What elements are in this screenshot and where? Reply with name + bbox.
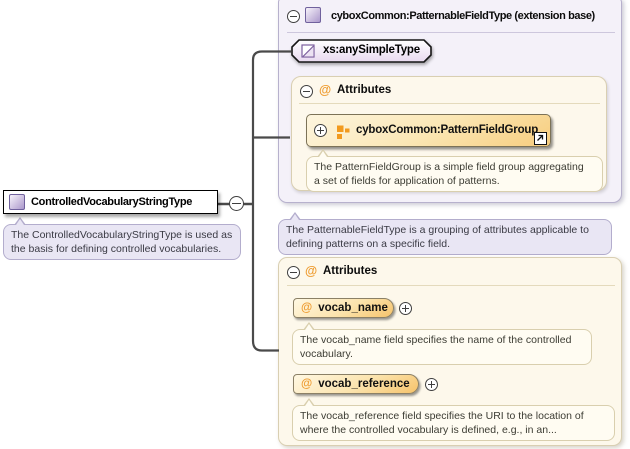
- attributes-header: Attributes: [323, 265, 378, 277]
- simple-type-icon: [301, 44, 315, 63]
- separator: [299, 103, 600, 104]
- attribute-icon: @: [301, 378, 313, 390]
- attribute-icon: @: [301, 302, 313, 314]
- collapse-toggle-icon[interactable]: [229, 196, 244, 211]
- separator: [287, 32, 615, 33]
- attributes-header: Attributes: [337, 84, 392, 96]
- extension-base-panel: cyboxCommon:PatternableFieldType (extens…: [278, 0, 622, 203]
- extension-base-doc: The PatternableFieldType is a grouping o…: [278, 212, 612, 255]
- attribute-doc: The vocab_name field specifies the name …: [292, 322, 592, 365]
- base-attributes-section: @ Attributes cyboxCommon:PatternFieldGro…: [291, 76, 607, 192]
- attribute-name: vocab_reference: [318, 378, 410, 390]
- attribute-group-doc: The PatternFieldGroup is a simple field …: [306, 149, 603, 192]
- attribute-group-label: cyboxCommon:PatternFieldGroup: [356, 124, 539, 136]
- attribute-name: vocab_name: [318, 302, 388, 314]
- attribute-group-box[interactable]: cyboxCommon:PatternFieldGroup: [306, 114, 551, 147]
- attribute-box-vocab-reference[interactable]: @ vocab_reference: [293, 374, 419, 394]
- attributes-panel: @ Attributes @ vocab_name The vocab_name…: [278, 257, 622, 446]
- element-name: ControlledVocabularyStringType: [31, 196, 193, 208]
- separator: [287, 285, 615, 286]
- collapse-toggle-icon[interactable]: [300, 85, 313, 98]
- open-reference-icon[interactable]: [534, 132, 547, 145]
- complex-type-icon: [9, 194, 25, 210]
- collapse-toggle-icon[interactable]: [287, 266, 300, 279]
- attribute-icon: @: [305, 264, 318, 278]
- element-box-controlledvocabularystringtype[interactable]: ControlledVocabularyStringType: [3, 190, 218, 214]
- attribute-icon: @: [319, 83, 332, 97]
- expand-toggle-icon[interactable]: [399, 302, 412, 315]
- expand-toggle-icon[interactable]: [314, 124, 327, 137]
- expand-toggle-icon[interactable]: [425, 378, 438, 391]
- base-type-box[interactable]: [290, 39, 436, 70]
- base-type-label: xs:anySimpleType: [323, 44, 420, 56]
- collapse-toggle-icon[interactable]: [287, 10, 300, 23]
- extension-base-title: cyboxCommon:PatternableFieldType (extens…: [331, 10, 595, 22]
- complex-type-icon: [305, 7, 321, 23]
- attribute-group-icon: [336, 124, 351, 145]
- element-doc: The ControlledVocabularyStringType is us…: [3, 217, 241, 260]
- attribute-box-vocab-name[interactable]: @ vocab_name: [293, 298, 394, 318]
- attribute-doc: The vocab_reference field specifies the …: [292, 398, 615, 441]
